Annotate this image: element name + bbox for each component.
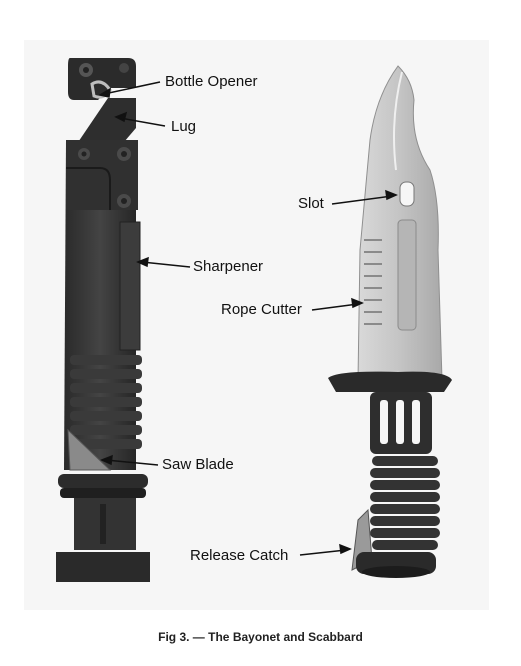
sharpener bbox=[119, 221, 141, 351]
rope-cutter bbox=[364, 239, 382, 325]
blade-slot bbox=[399, 181, 415, 207]
label-lug: Lug bbox=[171, 118, 197, 135]
figure-caption: Fig 3. — The Bayonet and Scabbard bbox=[158, 630, 363, 644]
crossguard bbox=[328, 371, 452, 392]
label-slot: Slot bbox=[298, 195, 324, 212]
blade-panel bbox=[397, 219, 417, 331]
rivet bbox=[119, 63, 129, 73]
scabbard-ribs bbox=[70, 355, 142, 449]
leader-lines bbox=[98, 81, 398, 556]
label-bottle-opener: Bottle Opener bbox=[165, 73, 258, 90]
bayonet bbox=[328, 65, 452, 578]
scabbard-collar bbox=[58, 474, 148, 488]
scabbard-foot bbox=[56, 552, 150, 582]
label-rope-cutter: Rope Cutter bbox=[221, 301, 302, 318]
grip-ribs bbox=[370, 456, 440, 550]
saw-blade bbox=[67, 428, 112, 471]
label-release-catch: Release Catch bbox=[190, 547, 289, 564]
label-sharpener: Sharpener bbox=[193, 258, 264, 275]
label-saw-blade: Saw Blade bbox=[162, 456, 234, 473]
